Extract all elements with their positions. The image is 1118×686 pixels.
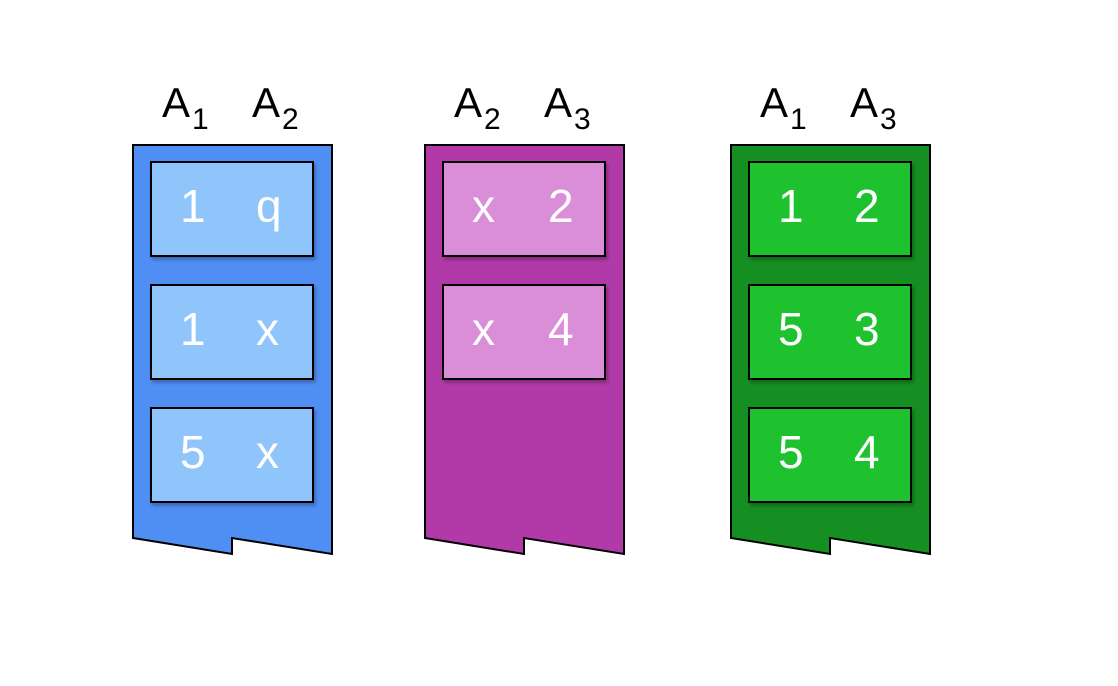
attribute-label: A1 <box>760 79 807 136</box>
tuple-value-second: 2 <box>854 180 880 232</box>
tuple-value-second: 4 <box>854 426 880 478</box>
attribute-label: A2 <box>252 79 299 136</box>
tuple-value-first: 1 <box>180 303 206 355</box>
tuple-value-first: x <box>472 303 495 355</box>
relation-2-header: A2 A3 <box>424 76 634 136</box>
tuple-value-first: 1 <box>778 180 804 232</box>
tuple-value-first: 5 <box>778 426 804 478</box>
tuple-value-second: x <box>256 426 279 478</box>
tuple-value-first: 5 <box>778 303 804 355</box>
tuple-value-second: 4 <box>548 303 574 355</box>
tuple-value-first: 5 <box>180 426 206 478</box>
attribute-label: A2 <box>454 79 501 136</box>
tuple-value-second: x <box>256 303 279 355</box>
relation-1-header: A1 A2 <box>132 76 342 136</box>
relation-3-header: A1 A3 <box>730 76 940 136</box>
tuple-value-second: 2 <box>548 180 574 232</box>
tuple-value-second: 3 <box>854 303 880 355</box>
tuple-value-second: q <box>256 180 282 232</box>
attribute-label: A1 <box>162 79 209 136</box>
tuple-value-first: 1 <box>180 180 206 232</box>
attribute-label: A3 <box>850 79 897 136</box>
tuple-value-first: x <box>472 180 495 232</box>
attribute-label: A3 <box>544 79 591 136</box>
